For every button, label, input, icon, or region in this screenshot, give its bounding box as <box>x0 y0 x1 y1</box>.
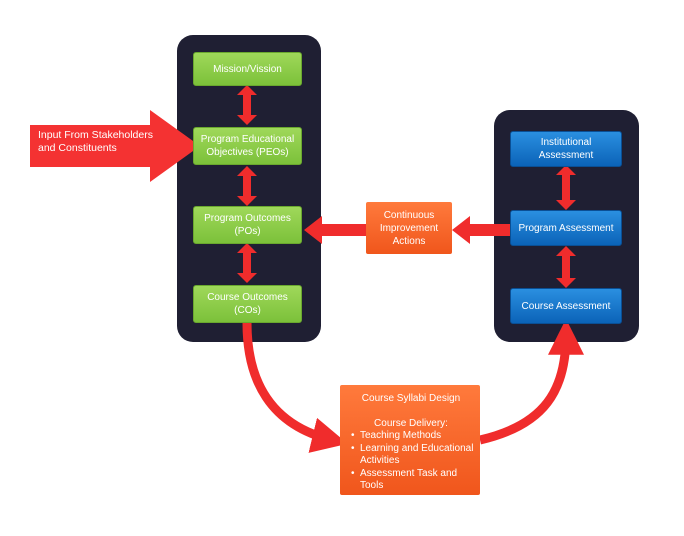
cos-to-syllabi-curve <box>242 322 348 453</box>
institutional-assessment-box: Institutional Assessment <box>510 131 622 167</box>
list-item: Assessment Task and Tools <box>351 468 474 493</box>
course-syllabi-box: Course Syllabi Design Course Delivery: T… <box>340 385 480 495</box>
assessment-to-improvement-arrow <box>452 216 510 244</box>
mission-vision-box: Mission/Vission <box>193 52 302 86</box>
improvement-to-pos-arrow <box>304 216 366 244</box>
cos-box: Course Outcomes (COs) <box>193 285 302 323</box>
program-assessment-box: Program Assessment <box>510 210 622 246</box>
syllabi-title: Course Syllabi Design <box>361 393 461 404</box>
pos-box: Program Outcomes (POs) <box>193 206 302 244</box>
stakeholder-input-label: Input From Stakeholders and Constituents <box>38 129 153 154</box>
syllabi-to-assessment-curve <box>478 318 584 445</box>
left-double-arrows <box>237 85 257 283</box>
continuous-improvement-box: Continuous Improvement Actions <box>366 202 452 254</box>
right-double-arrows <box>556 165 576 288</box>
course-delivery-list: Teaching Methods Learning and Educationa… <box>348 430 474 493</box>
course-delivery-heading: Course Delivery: <box>374 417 448 429</box>
course-assessment-box: Course Assessment <box>510 288 622 324</box>
peos-box: Program Educational Objectives (PEOs) <box>193 127 302 165</box>
list-item: Teaching Methods <box>351 430 474 443</box>
stakeholder-arrow <box>30 110 200 182</box>
list-item: Learning and Educational Activities <box>351 443 474 468</box>
